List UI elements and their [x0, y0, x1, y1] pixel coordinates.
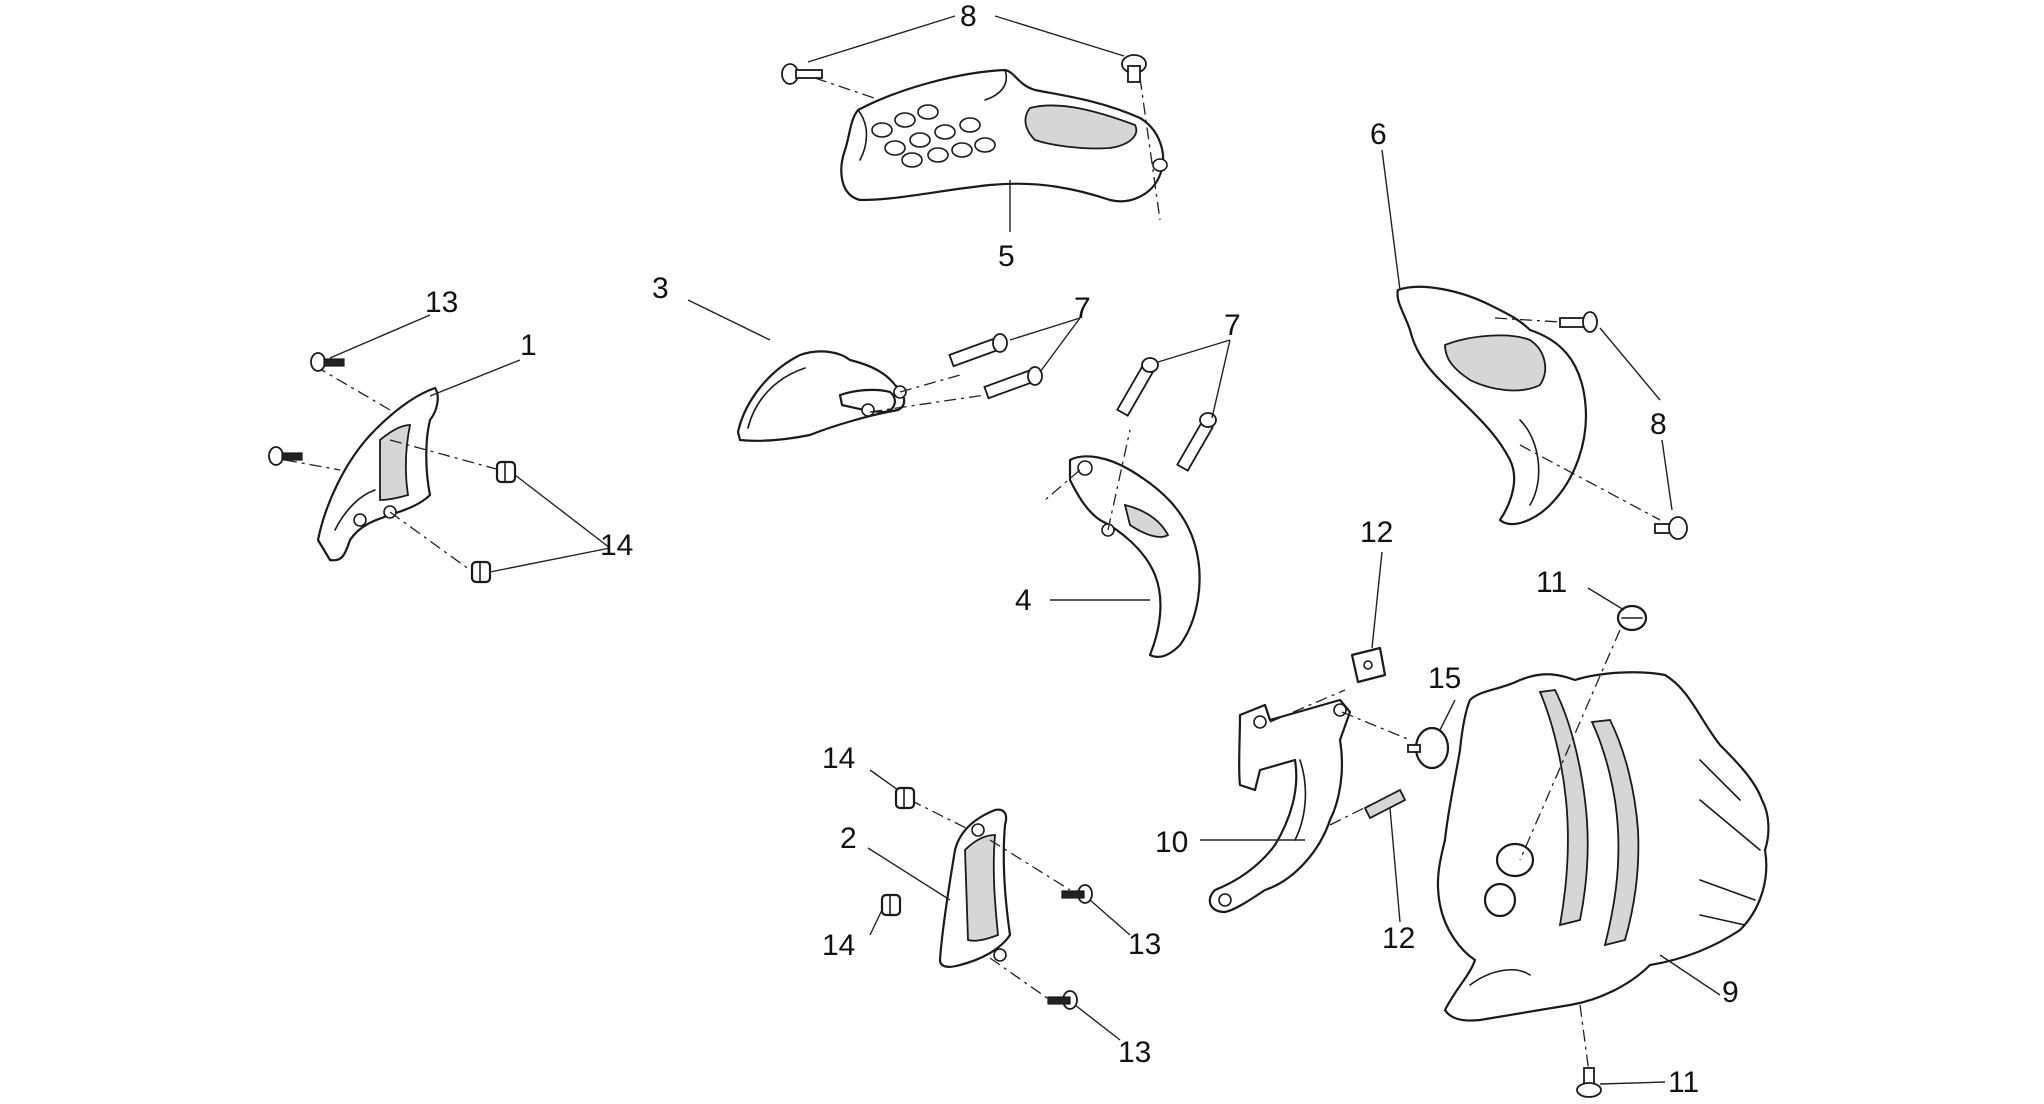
- part-8-bolt-top-left: [781, 63, 823, 85]
- part-14-nut-lower-lower: [880, 893, 902, 917]
- part-5-perforations: [871, 104, 1168, 172]
- callout-12-upper: 12: [1360, 516, 1393, 549]
- callout-7-upper: 7: [1074, 292, 1091, 325]
- part-12-clip-lower: [1363, 788, 1407, 820]
- callout-14-lower-upper: 14: [822, 742, 855, 775]
- part-13-bolt-left-top: [310, 352, 345, 372]
- leader-lines: [329, 15, 1721, 1085]
- part-7-bolt-lower-a: [1116, 357, 1159, 417]
- part-13-bolt-lower-b: [1047, 990, 1078, 1010]
- part-7-bolt-upper-a: [948, 333, 1008, 368]
- part-3-small-shield: [736, 350, 986, 442]
- part-14-nut-left-lower: [470, 560, 492, 584]
- part-14-nut-left-upper: [495, 460, 517, 484]
- callout-5: 5: [998, 240, 1015, 273]
- callout-8-right: 8: [1650, 408, 1667, 441]
- part-8-bolt-right-upper: [1559, 311, 1598, 333]
- callout-12-lower: 12: [1382, 922, 1415, 955]
- part-13-bolt-lower-a: [1061, 884, 1093, 904]
- callout-11-upper: 11: [1536, 566, 1567, 599]
- part-14-nut-lower-upper: [894, 786, 916, 810]
- part-2-lower-bracket: [909, 799, 1071, 1001]
- callout-11-lower: 11: [1668, 1066, 1699, 1099]
- part-10-support-bracket: [1208, 689, 1411, 914]
- part-4-curved-guard: [1044, 429, 1201, 659]
- callout-15: 15: [1428, 662, 1461, 695]
- part-8-bolt-top-right: [1121, 54, 1147, 83]
- callout-6: 6: [1370, 118, 1387, 151]
- callout-1: 1: [520, 329, 537, 362]
- callout-3: 3: [652, 272, 669, 305]
- part-13-bolt-left-mid: [268, 446, 303, 466]
- callout-13-left: 13: [425, 286, 458, 319]
- callout-14-lower-lower: 14: [822, 929, 855, 962]
- part-12-clip-upper: [1350, 646, 1387, 684]
- part-1-bracket: [284, 365, 501, 571]
- callout-14-left: 14: [600, 529, 633, 562]
- part-9-housing-cover: [1436, 629, 1770, 1081]
- part-11-cap-upper: [1616, 604, 1648, 632]
- callout-13-lower-b: 13: [1118, 1036, 1151, 1069]
- callout-8-top: 8: [960, 0, 977, 33]
- part-5-heat-shield: [814, 68, 1168, 221]
- part-11-bolt-lower: [1576, 1067, 1602, 1098]
- part-15-fastener: [1407, 726, 1450, 770]
- callout-10: 10: [1155, 826, 1188, 859]
- callout-2: 2: [840, 822, 857, 855]
- part-7-bolt-lower-b: [1176, 412, 1217, 472]
- part-6-curved-shield: [1396, 285, 1661, 526]
- callout-13-lower-a: 13: [1128, 928, 1161, 961]
- part-7-bolt-upper-b: [983, 366, 1043, 400]
- callout-9: 9: [1722, 976, 1739, 1009]
- callout-4: 4: [1015, 584, 1032, 617]
- callout-7-lower: 7: [1224, 309, 1241, 342]
- callout-labels: 1 2 3 4 5 6 7 7 8 8 9 10 11 11 12 12 13 …: [425, 0, 1739, 1099]
- part-8-bolt-right-lower: [1654, 516, 1688, 540]
